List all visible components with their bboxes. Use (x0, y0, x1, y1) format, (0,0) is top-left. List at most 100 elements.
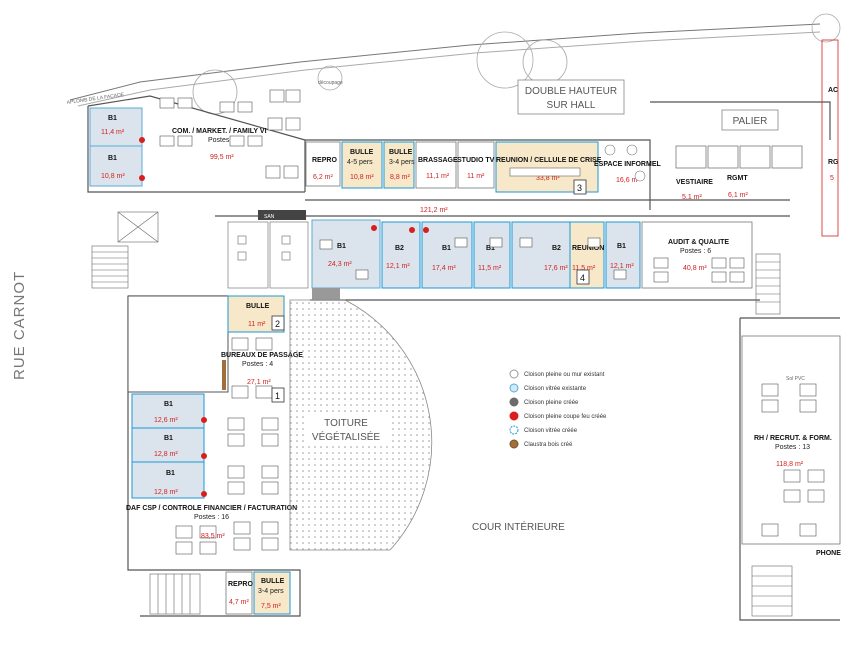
facade-outline (69, 23, 821, 107)
legend-item: Cloison vitrée créée (509, 425, 578, 435)
room-label: PHONE (816, 550, 841, 557)
meeting-table (509, 167, 581, 177)
room-label: BRASSAGE (418, 157, 458, 164)
room-area: 11 m² (248, 321, 266, 328)
room-area: 99,5 m² (210, 154, 234, 161)
san-strip (258, 210, 306, 220)
room-label: REPRO (228, 581, 253, 588)
room-area: 11,5 m² (572, 265, 596, 272)
room-posts: Postes : 6 (680, 248, 711, 255)
room-label: COM. / MARKET. / FAMILY VI (172, 128, 267, 135)
room-area: 5 (830, 175, 834, 182)
room-area: 10,8 m² (101, 173, 125, 180)
svg-text:Cloison pleine coupe feu créée: Cloison pleine coupe feu créée (524, 414, 607, 420)
room-label: B1 (337, 243, 346, 250)
svg-text:Cloison vitrée existante: Cloison vitrée existante (524, 386, 587, 392)
room-b1-left3 (131, 461, 205, 499)
svg-text:VÉGÉTALISÉE: VÉGÉTALISÉE (312, 430, 381, 443)
room-area: 6,1 m² (728, 192, 749, 199)
room-label: B1 (164, 401, 173, 408)
room-area: 12,1 m² (386, 263, 410, 270)
svg-text:Claustra bois créé: Claustra bois créé (524, 442, 573, 448)
corridor-area: 121,2 m² (420, 207, 448, 214)
room-repro-bottom (225, 571, 253, 615)
room-brassage (415, 141, 457, 189)
desk-group (319, 237, 627, 280)
room-rh (741, 335, 841, 545)
room-label: B1 (442, 245, 451, 252)
room-area: 12,8 m² (154, 489, 178, 496)
room-b1-mid1 (311, 219, 381, 289)
svg-text:2: 2 (275, 319, 280, 329)
room-label: DAF CSP / CONTROLE FINANCIER / FACTURATI… (126, 505, 297, 512)
san-label: SAN (264, 214, 275, 220)
room-label: Sol PVC (786, 376, 805, 382)
room-label: AC (828, 87, 838, 94)
street-label: RUE CARNOT (11, 271, 28, 380)
marker: 1 (271, 387, 285, 403)
room-area: 11,1 m² (426, 173, 450, 180)
room-label: BULLE (350, 149, 374, 156)
marker: 3 (573, 179, 587, 195)
svg-text:1: 1 (275, 391, 280, 401)
sanitary-block (227, 221, 309, 289)
marker: 2 (271, 315, 285, 331)
legend-item: Cloison pleine créée (509, 397, 579, 407)
desk-group (653, 257, 745, 283)
desk-group (159, 89, 301, 179)
legend: Cloison pleine ou mur existant Cloison v… (509, 369, 607, 449)
room-label: B2 (395, 245, 404, 252)
room-label: B1 (486, 245, 495, 252)
legend-item: Cloison vitrée existante (509, 383, 587, 393)
room-posts: 4-5 pers (347, 159, 373, 166)
palier-zone: PALIER (721, 109, 779, 131)
toiture-label: TOITURE VÉGÉTALISÉE (304, 412, 388, 446)
svg-text:Cloison pleine créée: Cloison pleine créée (524, 400, 579, 406)
room-area: 17,6 m² (544, 265, 568, 272)
stairs-left (91, 211, 159, 289)
room-label: RG (828, 159, 839, 166)
room-area: 10,8 m² (350, 174, 374, 181)
svg-text:Cloison vitrée créée: Cloison vitrée créée (524, 428, 578, 434)
room-area: 4,7 m² (229, 599, 250, 606)
room-area: 12,1 m² (610, 263, 634, 270)
decoupe-note: découpage (318, 80, 343, 86)
room-label: B1 (164, 435, 173, 442)
room-label: B1 (108, 115, 117, 122)
svg-text:SUR HALL: SUR HALL (547, 100, 596, 111)
stairs-right (751, 253, 793, 617)
room-bulle-top1 (341, 141, 383, 189)
room-posts: Postes : 4 (242, 361, 273, 368)
facade-note: APLOMB DE LA FACADE (66, 92, 125, 106)
grey-strip (312, 288, 340, 300)
room-label: B1 (166, 470, 175, 477)
room-label: AUDIT & QUALITE (668, 239, 729, 246)
room-area: 6,2 m² (313, 174, 334, 181)
double-hauteur-zone: DOUBLE HAUTEUR SUR HALL (517, 79, 625, 115)
room-bulle-top2 (383, 141, 415, 189)
room-label: ESPACE INFORMEL (594, 161, 661, 168)
room-b1-mid3 (473, 221, 511, 289)
svg-text:PALIER: PALIER (733, 116, 768, 127)
room-area: 27,1 m² (247, 379, 271, 386)
claustra-left (222, 360, 226, 390)
stairs-bottom (149, 573, 201, 615)
room-posts: 3-4 pers (389, 159, 415, 166)
room-area: 16,6 m² (616, 177, 640, 184)
room-label: B1 (108, 155, 117, 162)
svg-text:DOUBLE HAUTEUR: DOUBLE HAUTEUR (525, 86, 617, 97)
svg-text:Cloison pleine ou mur existant: Cloison pleine ou mur existant (524, 372, 605, 378)
room-label: RH / RECRUT. & FORM. (754, 435, 832, 442)
room-label: B1 (617, 243, 626, 250)
room-area: 17,4 m² (432, 265, 456, 272)
desk-group (231, 337, 273, 399)
room-posts: Postes : 12 (208, 137, 243, 144)
room-bulle-bottom (253, 571, 291, 615)
informal-seating (604, 144, 646, 182)
room-b1-mid2 (421, 221, 473, 289)
room-posts: 3-4 pers (258, 588, 284, 595)
room-area: 118,8 m² (776, 461, 804, 468)
room-label: BULLE (261, 578, 285, 585)
room-posts: Postes : 13 (775, 444, 810, 451)
